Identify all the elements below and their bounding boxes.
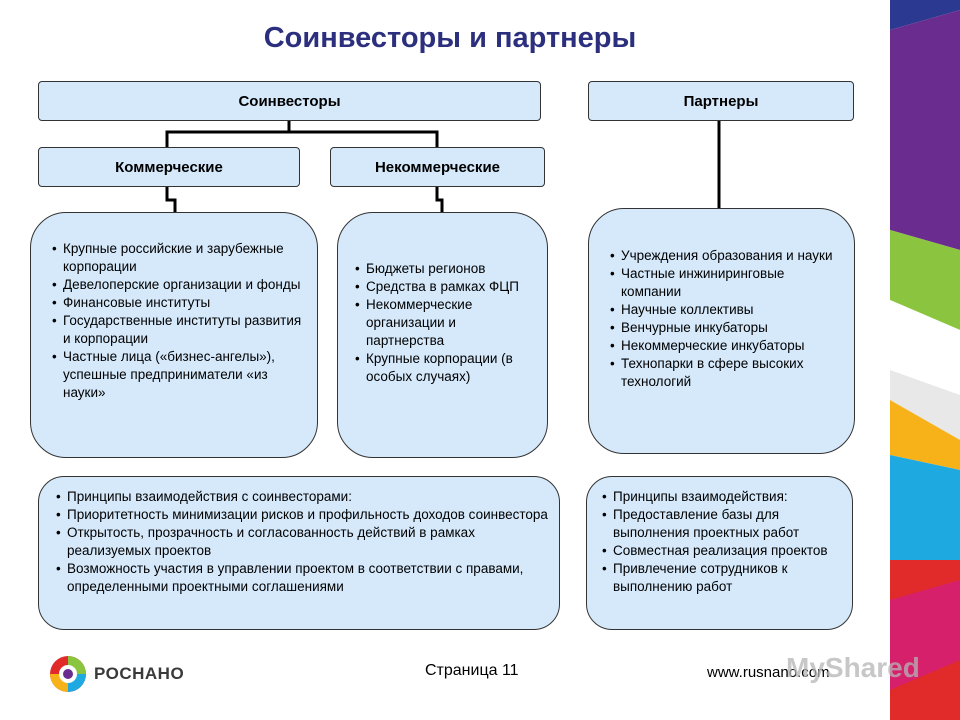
list-item: Средства в рамках ФЦП: [354, 278, 537, 296]
noncommercial-box: Бюджеты регионовСредства в рамках ФЦПНек…: [337, 212, 548, 458]
list-item: Частные инжиниринговые компании: [609, 265, 846, 301]
rosnano-logo: РОСНАНО: [48, 654, 184, 694]
list-item: Крупные российские и зарубежные корпорац…: [51, 240, 307, 276]
partner-principles-box: Принципы взаимодействия:Предоставление б…: [586, 476, 853, 630]
list-item: Частные лица («бизнес-ангелы»), успешные…: [51, 348, 307, 402]
list-item: Девелоперские организации и фонды: [51, 276, 307, 294]
list-item: Финансовые институты: [51, 294, 307, 312]
list-item: Технопарки в сфере высоких технологий: [609, 355, 846, 391]
watermark: MyShared: [786, 652, 920, 684]
list-item: Привлечение сотрудников к выполнению раб…: [601, 560, 844, 596]
list-item: Некоммерческие организации и партнерства: [354, 296, 537, 350]
list-item: Открытость, прозрачность и согласованнос…: [55, 524, 551, 560]
list-item: Государственные институты развития и кор…: [51, 312, 307, 348]
list-item: Учреждения образования и науки: [609, 247, 846, 265]
list-item: Принципы взаимодействия с соинвесторами:: [55, 488, 551, 506]
commercial-header: Коммерческие: [38, 147, 300, 187]
noncommercial-list: Бюджеты регионовСредства в рамках ФЦПНек…: [354, 260, 537, 386]
commercial-box: Крупные российские и зарубежные корпорац…: [30, 212, 318, 458]
partners-header: Партнеры: [588, 81, 854, 121]
list-item: Возможность участия в управлении проекто…: [55, 560, 551, 596]
list-item: Принципы взаимодействия:: [601, 488, 844, 506]
list-item: Бюджеты регионов: [354, 260, 537, 278]
list-item: Предоставление базы для выполнения проек…: [601, 506, 844, 542]
list-item: Совместная реализация проектов: [601, 542, 844, 560]
partner-principles-list: Принципы взаимодействия:Предоставление б…: [601, 488, 844, 596]
logo-text: РОСНАНО: [94, 664, 185, 683]
website-url: www.rusnano.com: [707, 664, 830, 681]
list-item: Научные коллективы: [609, 301, 846, 319]
partners-box: Учреждения образования и наукиЧастные ин…: [588, 208, 855, 454]
coinvestor-principles-list: Принципы взаимодействия с соинвесторами:…: [55, 488, 551, 596]
connector-lines: [165, 120, 721, 214]
watermark-text: MyShared: [786, 652, 920, 683]
list-item: Приоритетность минимизации рисков и проф…: [55, 506, 551, 524]
page-number: Страница 11: [425, 662, 519, 679]
coinvestors-header: Соинвесторы: [38, 81, 541, 121]
list-item: Венчурные инкубаторы: [609, 319, 846, 337]
slide-title: Соинвесторы и партнеры: [263, 22, 637, 54]
list-item: Крупные корпорации (в особых случаях): [354, 350, 537, 386]
coinvestor-principles-box: Принципы взаимодействия с соинвесторами:…: [38, 476, 560, 630]
commercial-list: Крупные российские и зарубежные корпорац…: [51, 240, 307, 402]
noncommercial-header: Некоммерческие: [330, 147, 545, 187]
list-item: Некоммерческие инкубаторы: [609, 337, 846, 355]
brand-stripes: [890, 0, 960, 720]
partners-list: Учреждения образования и наукиЧастные ин…: [609, 247, 846, 391]
rosnano-logo-icon: [50, 656, 86, 692]
